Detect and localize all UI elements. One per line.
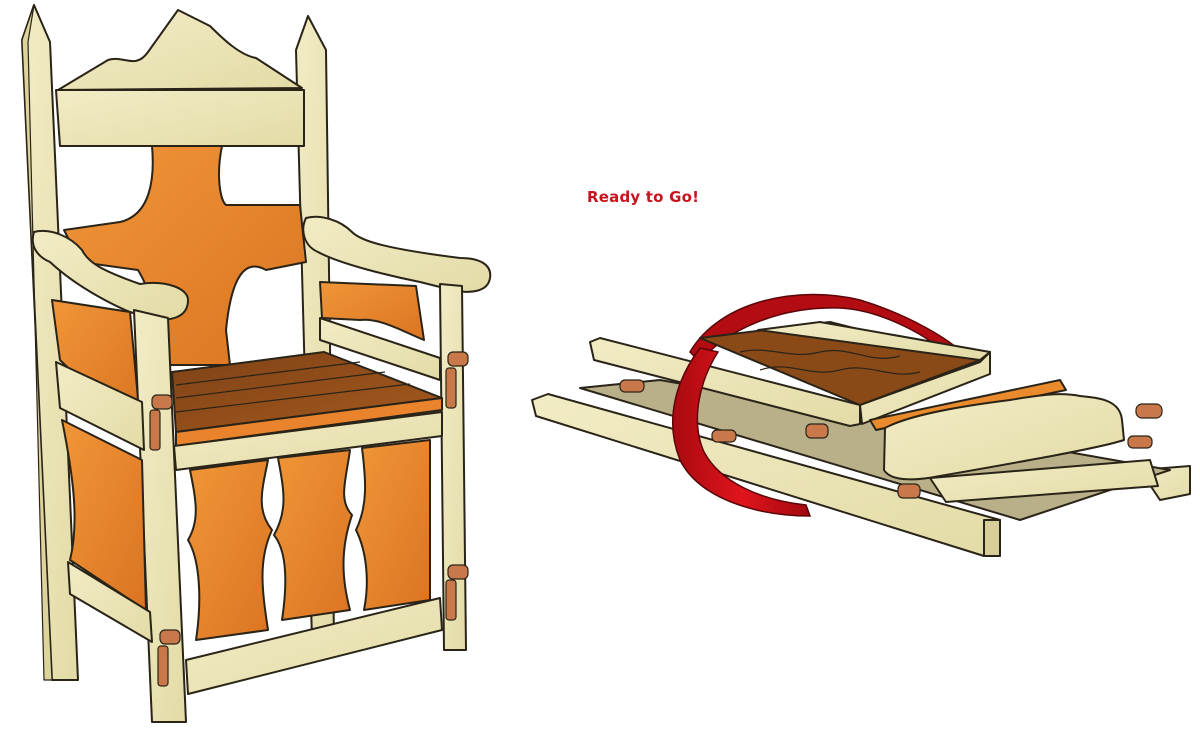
ready-caption: Ready to Go! [587,188,700,206]
left-arm [31,230,189,321]
pegs [149,351,469,687]
right-seat-rail [319,317,441,381]
right-arm [302,215,492,293]
seat [171,351,443,471]
strap-front [671,347,812,517]
left-lower-rail [67,561,153,643]
right-side-splat [319,281,425,341]
front-lower-rail [185,597,443,695]
crest-rail [55,9,305,147]
front-slats [187,439,431,641]
upper-seat-frame [589,321,991,427]
folded-arm [883,393,1125,481]
folded-chair-bundle [531,293,1191,557]
left-seat-rail [55,361,145,451]
assembled-chair [21,4,492,723]
bundle-pegs [619,379,1163,499]
